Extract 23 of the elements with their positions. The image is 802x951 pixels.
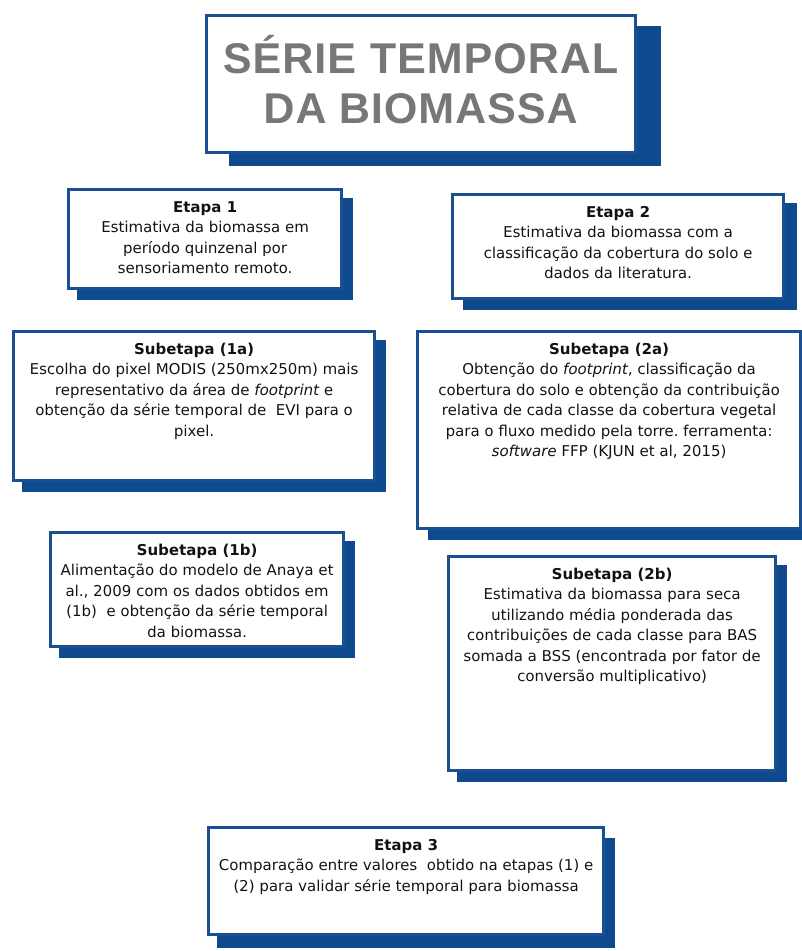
step-box bbox=[451, 193, 785, 300]
title-box bbox=[205, 14, 637, 154]
step-box bbox=[12, 330, 376, 482]
step-box bbox=[67, 188, 343, 290]
step-description: Comparação entre valores obtido na etapas (1) e (2) para validar série temporal para biomassa bbox=[218, 855, 594, 896]
step-box bbox=[447, 555, 777, 772]
title-text: SÉRIE TEMPORAL DA BIOMASSA bbox=[222, 34, 620, 134]
step-description: Alimentação do modelo de Anaya et al., 2009 com os dados obtidos em (1b) e obtenção da série temporal da biomassa. bbox=[60, 560, 334, 642]
step-box bbox=[416, 330, 802, 530]
step-description: Estimativa da biomassa em período quinzenal por sensoriamento remoto. bbox=[100, 217, 310, 278]
step-box bbox=[207, 826, 605, 936]
step-heading: Subetapa (2b) bbox=[552, 564, 672, 584]
step-heading: Subetapa (1b) bbox=[136, 540, 258, 560]
step-box bbox=[49, 531, 345, 648]
step-heading: Subetapa (2a) bbox=[548, 339, 670, 359]
step-heading: Etapa 2 bbox=[586, 202, 650, 222]
step-description: Escolha do pixel MODIS (250mx250m) mais representativo da área de footprint e obtenção da série temporal de EVI para o pixel. bbox=[28, 359, 360, 441]
step-description: Estimativa da biomassa para seca utilizando média ponderada das contribuições de cada classe para BAS somada a BSS (encontrada por fator de conversão multiplicativo) bbox=[462, 584, 762, 686]
step-heading: Etapa 3 bbox=[374, 835, 438, 855]
step-heading: Etapa 1 bbox=[172, 197, 238, 217]
step-description: Obtenção do footprint, classificação da cobertura do solo e obtenção da contribuição relativa de cada classe da cobertura vegetal para o fluxo medido pela torre. ferramenta: software FFP (KJUN et al, 2015) bbox=[437, 359, 781, 462]
step-heading: Subetapa (1a) bbox=[134, 339, 254, 359]
step-description: Estimativa da biomassa com a classificação da cobertura do solo e dados da literatura. bbox=[482, 222, 754, 284]
